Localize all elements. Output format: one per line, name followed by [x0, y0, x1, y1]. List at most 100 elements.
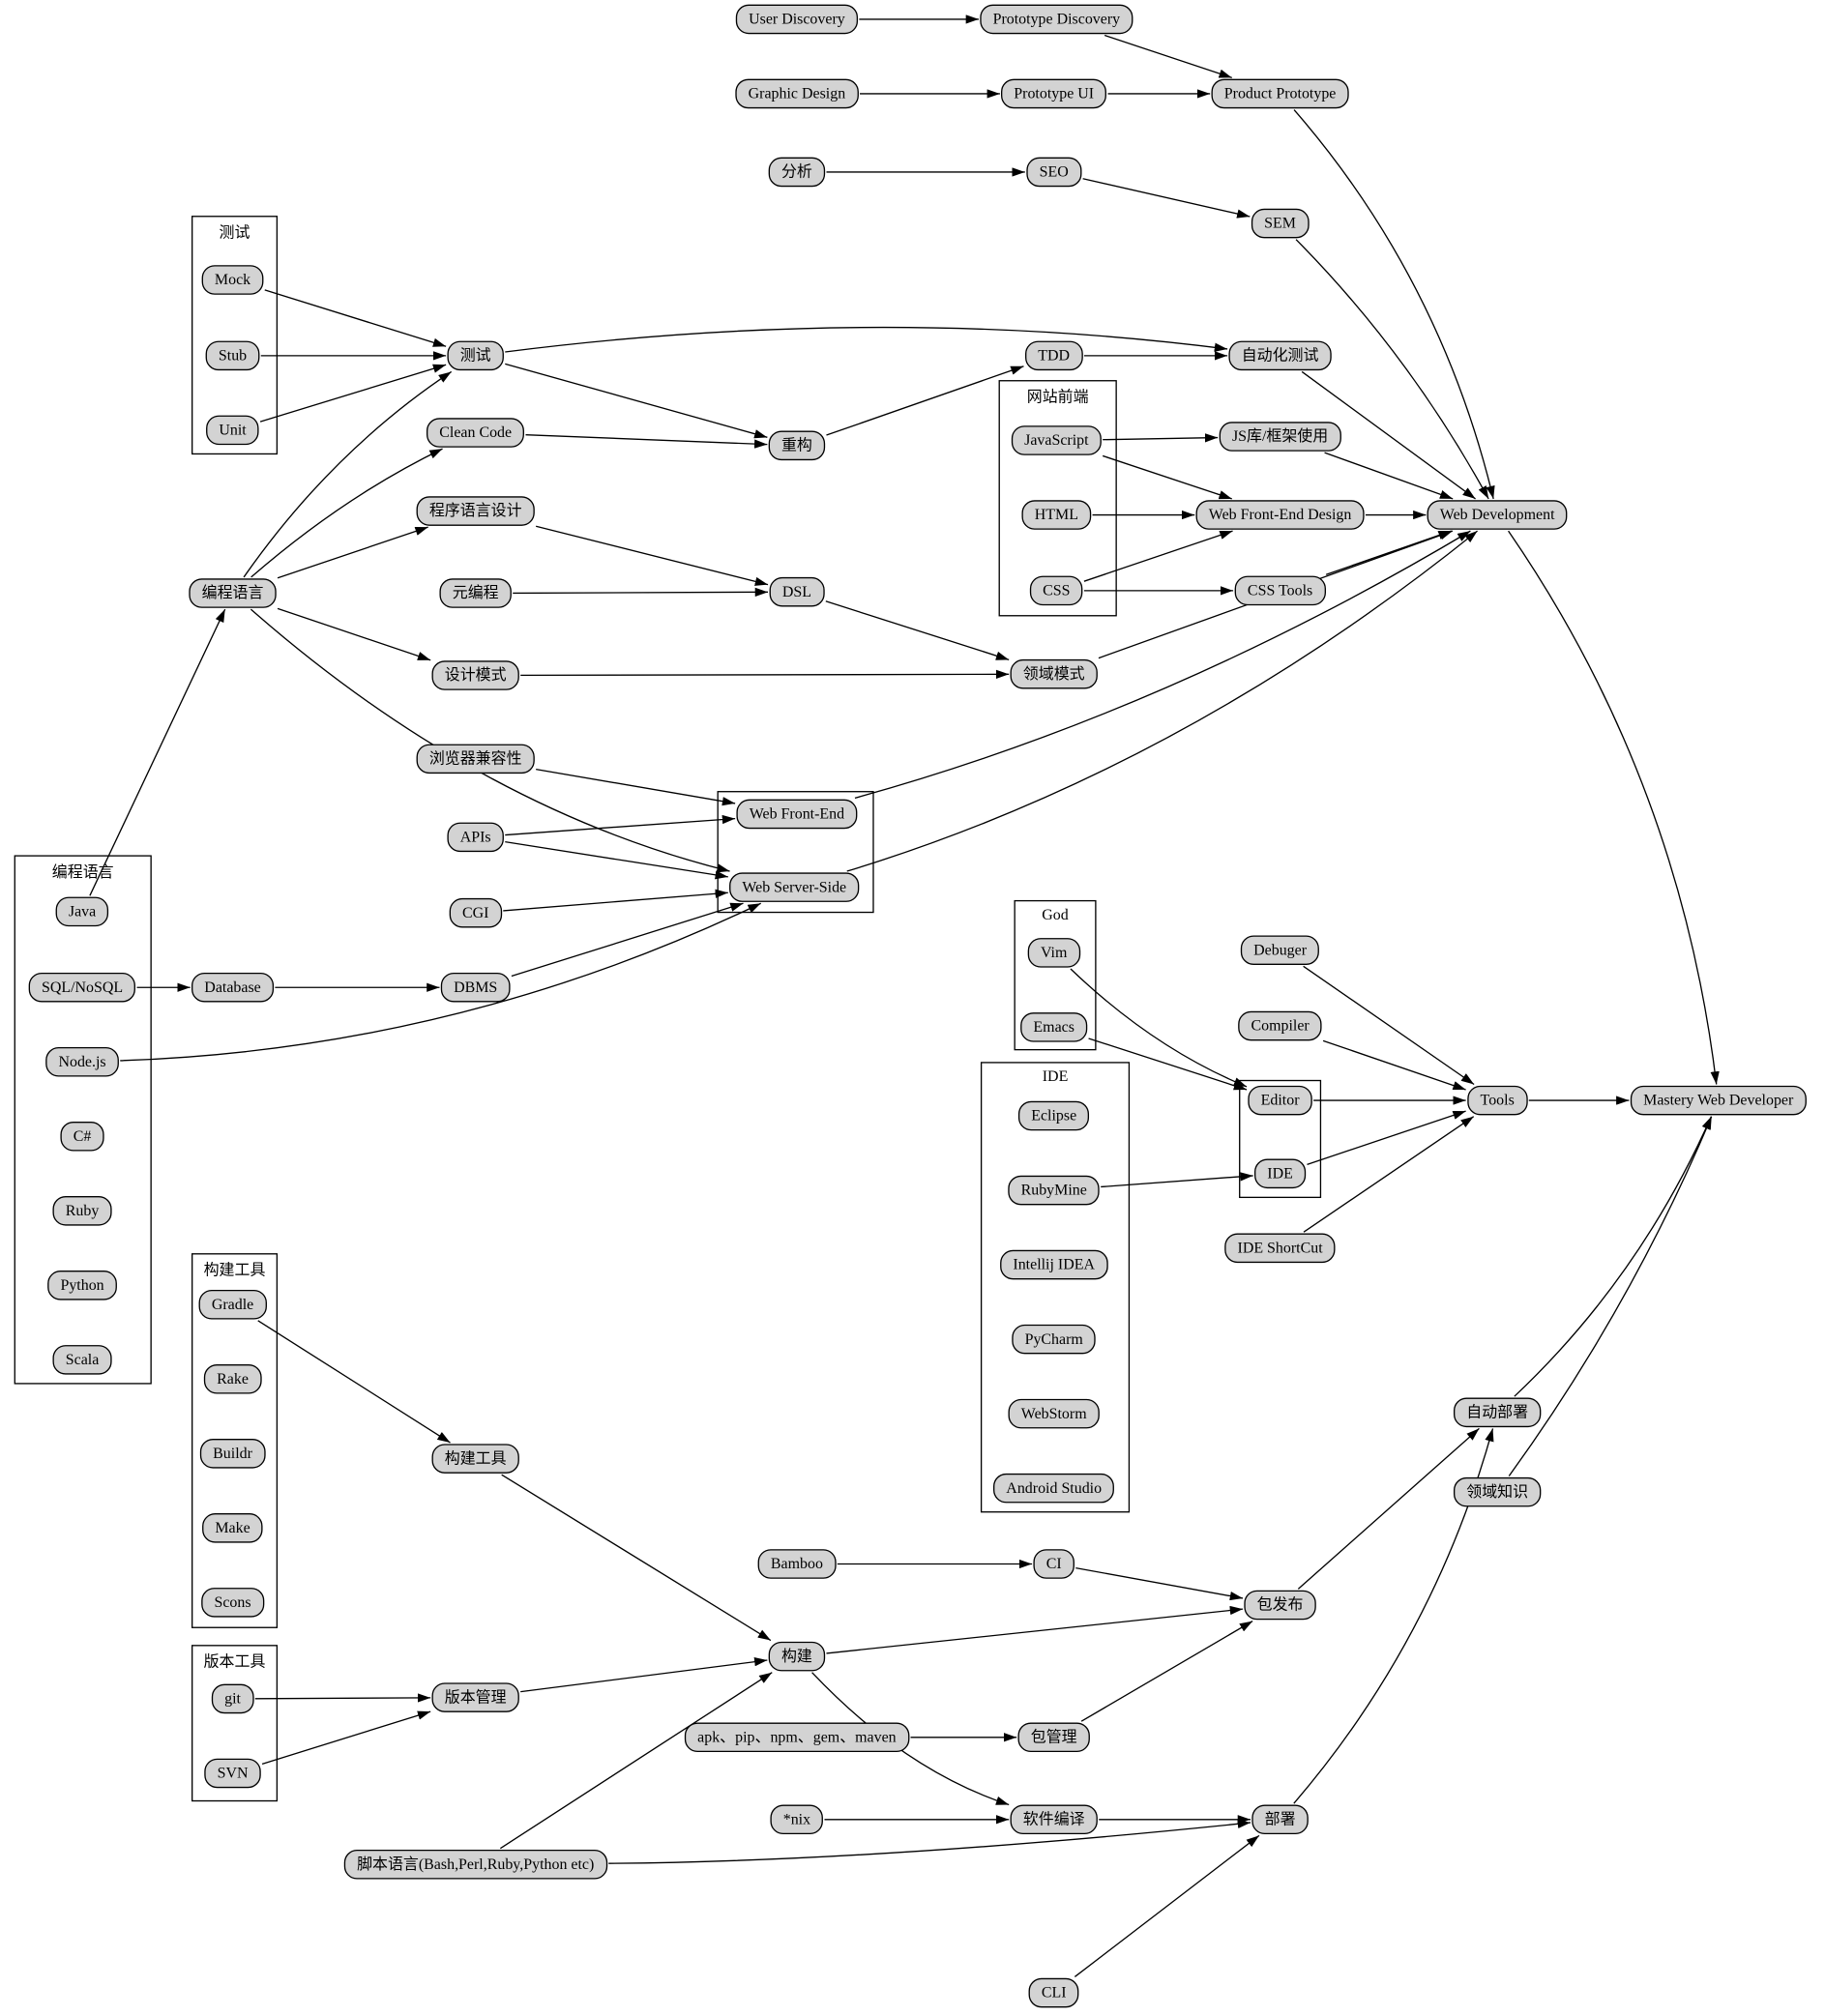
node-vim: Vim — [1027, 938, 1080, 968]
node-browser-compat: 浏览器兼容性 — [416, 744, 535, 774]
node-svn: SVN — [204, 1758, 261, 1789]
edge-cgi-to-web_server_side — [503, 889, 728, 912]
node-auto-deploy: 自动部署 — [1453, 1397, 1542, 1428]
edge-chonggou-to-tdd — [826, 365, 1024, 436]
edge-nodejs-to-web_server_side — [120, 902, 761, 1062]
node-scons: Scons — [201, 1588, 264, 1618]
edge-ceshi-to-auto_test — [505, 326, 1228, 353]
node-emacs: Emacs — [1020, 1012, 1088, 1042]
node-mock: Mock — [201, 265, 264, 295]
edge-web_front_end-to-webdev — [854, 530, 1471, 799]
edge-svn-to-version_mgmt — [261, 1710, 431, 1766]
edge-javascript-to-js_lib — [1103, 433, 1219, 443]
edge-script_lang-to-build — [499, 1672, 773, 1850]
edge-version_mgmt-to-build — [520, 1657, 768, 1693]
node-apis: APIs — [447, 822, 504, 853]
node-css-tools: CSS Tools — [1234, 575, 1326, 606]
edge-pkg_release-to-auto_deploy — [1297, 1427, 1480, 1590]
node-ide: IDE — [1254, 1158, 1307, 1189]
edge-auto_deploy-to-mastery — [1514, 1116, 1713, 1397]
node-sem: SEM — [1251, 208, 1310, 239]
edge-ide_shortcut-to-tools — [1303, 1116, 1475, 1233]
cluster-cluster-test: 测试 — [191, 216, 279, 455]
node-prog-lang: 编程语言 — [189, 578, 277, 608]
edge-vim-to-editor — [1070, 968, 1248, 1088]
cluster-cluster-frontend: 网站前端 — [998, 380, 1117, 617]
edge-script_lang-to-deploy — [608, 1819, 1251, 1864]
edge-prog_lang-to-web_server_side — [250, 608, 730, 873]
edge-css-to-wfed — [1083, 530, 1233, 582]
node-chonggou: 重构 — [768, 430, 826, 461]
edge-build_tools-to-build — [501, 1474, 772, 1642]
node-wfed: Web Front-End Design — [1195, 500, 1365, 530]
edge-lang_design-to-dsl — [535, 525, 769, 586]
edge-prototype_discovery-to-product_prototype — [1104, 34, 1232, 78]
node-pkg-release: 包发布 — [1244, 1590, 1316, 1621]
node-csharp: C# — [60, 1122, 104, 1152]
node-stub: Stub — [205, 340, 260, 371]
edge-dsl-to-domain_model — [825, 600, 1010, 660]
edge-prog_lang-to-ceshi — [243, 370, 453, 578]
edge-clean_code-to-chonggou — [525, 433, 768, 449]
node-git: git — [211, 1683, 254, 1714]
cluster-cluster-ide: IDE — [980, 1062, 1131, 1513]
node-webstorm: WebStorm — [1008, 1398, 1100, 1429]
edge-domain_knowledge-to-mastery — [1508, 1116, 1713, 1476]
edge-prog_lang-to-clean_code — [250, 448, 443, 578]
edge-js_lib-to-webdev — [1324, 452, 1454, 500]
node-buildr: Buildr — [199, 1439, 266, 1469]
node-metaprog: 元编程 — [439, 578, 512, 608]
node-gradle: Gradle — [198, 1289, 267, 1320]
edge-build-to-compile — [811, 1672, 1010, 1806]
node-tools: Tools — [1467, 1085, 1528, 1116]
edge-unit-to-ceshi — [259, 364, 447, 423]
node-build-tools: 构建工具 — [431, 1444, 519, 1474]
node-sql-nosql: SQL/NoSQL — [28, 972, 136, 1003]
node-seo: SEO — [1026, 157, 1082, 188]
node-rake: Rake — [203, 1364, 262, 1394]
cluster-label: 构建工具 — [203, 1261, 266, 1279]
node-rubymine: RubyMine — [1008, 1175, 1101, 1206]
edge-compiler-to-tools — [1322, 1039, 1466, 1091]
edge-apis-to-web_server_side — [505, 840, 728, 880]
node-android-studio: Android Studio — [993, 1473, 1115, 1504]
node-eclipse: Eclipse — [1017, 1100, 1090, 1131]
node-editor: Editor — [1248, 1085, 1312, 1116]
edge-ceshi-to-chonggou — [505, 363, 768, 439]
node-mastery: Mastery Web Developer — [1630, 1085, 1807, 1116]
node-design-pattern: 设计模式 — [431, 660, 519, 690]
edge-auto_test-to-webdev — [1301, 370, 1476, 500]
edge-emacs-to-editor — [1088, 1037, 1248, 1091]
node-dbms: DBMS — [440, 972, 511, 1003]
node-css: CSS — [1029, 575, 1083, 606]
edge-webdev-to-mastery — [1508, 530, 1720, 1085]
cluster-label: 网站前端 — [1026, 388, 1089, 406]
node-javascript: JavaScript — [1011, 425, 1102, 455]
node-intellij: Intellij IDEA — [1000, 1249, 1108, 1280]
node-fenxi: 分析 — [768, 157, 826, 188]
edge-rubymine-to-ide — [1101, 1172, 1253, 1188]
node-debuger: Debuger — [1240, 935, 1320, 965]
node-python: Python — [47, 1271, 117, 1300]
node-user-discovery: User Discovery — [735, 4, 859, 35]
node-cgi: CGI — [449, 897, 502, 928]
node-domain-model: 领域模式 — [1010, 658, 1098, 689]
node-html: HTML — [1021, 500, 1092, 530]
node-product-prototype: Product Prototype — [1211, 78, 1349, 109]
node-auto-test: 自动化测试 — [1228, 340, 1332, 371]
edge-browser_compat-to-web_front_end — [536, 768, 736, 806]
edge-seo-to-sem — [1082, 178, 1251, 219]
node-lang-design: 程序语言设计 — [416, 496, 535, 526]
cluster-label: 版本工具 — [203, 1652, 266, 1671]
edge-build-to-pkg_release — [826, 1605, 1244, 1654]
node-make: Make — [202, 1513, 263, 1543]
node-compile: 软件编译 — [1010, 1804, 1098, 1835]
node-web-server-side: Web Server-Side — [729, 872, 860, 902]
node-deploy: 部署 — [1251, 1804, 1309, 1835]
node-pycharm: PyCharm — [1012, 1324, 1097, 1355]
node-domain-knowledge: 领域知识 — [1453, 1476, 1542, 1507]
node-js-lib: JS库/框架使用 — [1219, 422, 1341, 452]
node-webdev: Web Development — [1427, 500, 1568, 530]
edge-java-to-prog_lang — [89, 608, 226, 896]
